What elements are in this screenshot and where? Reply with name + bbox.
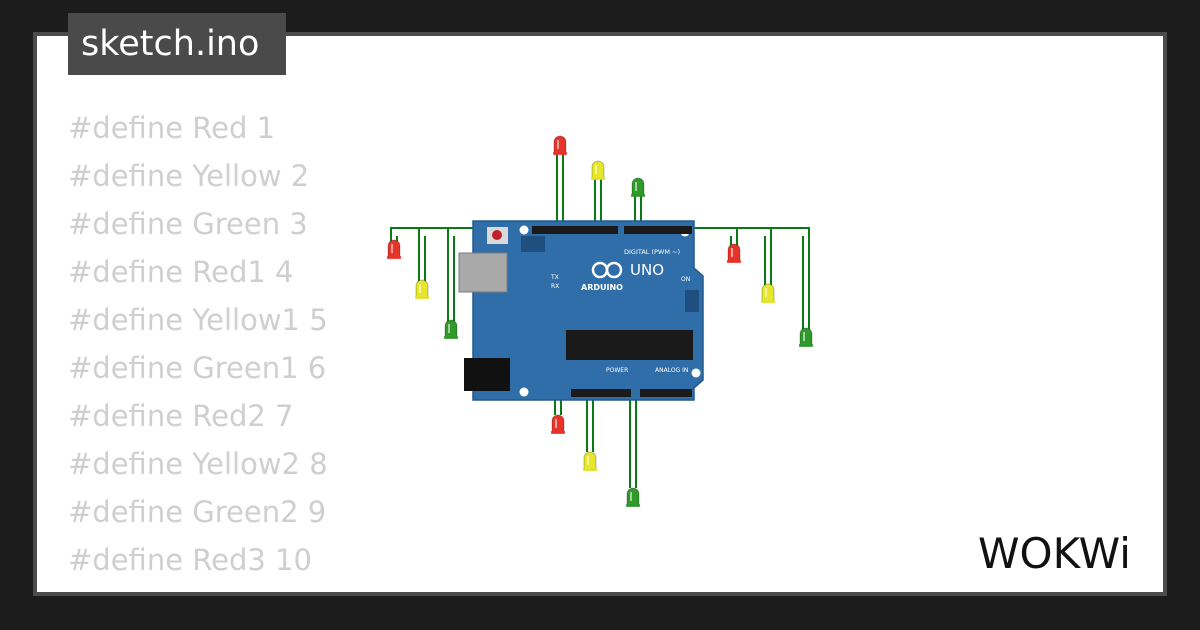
brand-label: ARDUINO — [581, 283, 623, 292]
led-rim — [591, 177, 605, 180]
arduino-logo-icon — [605, 261, 623, 279]
tx-label: TX — [550, 274, 559, 281]
led-rim — [799, 344, 813, 347]
red-led[interactable] — [727, 243, 741, 263]
power-label: POWER — [606, 367, 628, 374]
analog-label: ANALOG IN — [655, 367, 688, 374]
icsp-header — [521, 236, 545, 252]
code-line: #define Red 1 — [68, 111, 276, 145]
red-led[interactable] — [553, 135, 567, 155]
led-body — [727, 243, 741, 263]
led-highlight — [731, 248, 733, 257]
mount-hole — [519, 225, 529, 235]
wokwi-logo-text: WOKWi — [978, 529, 1131, 578]
led-highlight — [635, 182, 637, 191]
led-rim — [631, 194, 645, 197]
file-name-tab[interactable]: sketch.ino — [68, 13, 286, 75]
led-body — [761, 283, 775, 303]
icsp2-header — [685, 290, 699, 312]
yellow-led[interactable] — [761, 283, 775, 303]
yellow-led[interactable] — [415, 279, 429, 299]
led-rim — [583, 468, 597, 471]
led-highlight — [555, 419, 557, 428]
led-highlight — [587, 456, 589, 465]
led-rim — [727, 260, 741, 263]
usb-port — [458, 252, 508, 293]
led-highlight — [419, 284, 421, 293]
led-highlight — [448, 324, 450, 333]
led-highlight — [630, 492, 632, 501]
analog-header — [640, 389, 692, 397]
reset-button-cap — [492, 230, 502, 240]
led-rim — [444, 336, 458, 339]
green-led[interactable] — [631, 177, 645, 197]
yellow-led[interactable] — [591, 160, 605, 180]
code-line: #define Yellow3 11 — [68, 584, 346, 592]
led-rim — [626, 504, 640, 507]
power-header — [571, 389, 631, 397]
led-body — [583, 451, 597, 471]
power-jack — [464, 358, 510, 391]
mount-hole — [691, 368, 701, 378]
led-highlight — [803, 332, 805, 341]
wokwi-logo: WOKWi — [978, 529, 1131, 578]
led-rim — [551, 431, 565, 434]
code-line: #define Red3 10 — [68, 543, 312, 577]
led-body — [387, 239, 401, 259]
led-highlight — [557, 140, 559, 149]
led-body — [631, 177, 645, 197]
model-label: UNO — [630, 261, 664, 279]
rx-label: RX — [551, 283, 559, 290]
red-led[interactable] — [551, 414, 565, 434]
code-line: #define Green 3 — [68, 207, 308, 241]
code-line: #define Yellow2 8 — [68, 447, 328, 481]
led-body — [415, 279, 429, 299]
code-line: #define Green1 6 — [68, 351, 327, 385]
on-label: ON — [681, 276, 690, 283]
led-highlight — [391, 244, 393, 253]
led-highlight — [595, 165, 597, 174]
led-body — [553, 135, 567, 155]
mount-hole — [519, 387, 529, 397]
code-line: #define Yellow 2 — [68, 159, 310, 193]
digital-header-label: DIGITAL (PWM ~) — [624, 248, 680, 256]
green-led[interactable] — [444, 319, 458, 339]
led-body — [799, 327, 813, 347]
led-rim — [387, 256, 401, 259]
yellow-led[interactable] — [583, 451, 597, 471]
led-body — [551, 414, 565, 434]
led-body — [626, 487, 640, 507]
code-line: #define Yellow1 5 — [68, 303, 328, 337]
code-listing: #define Red 1 #define Yellow 2 #define G… — [68, 104, 346, 592]
led-body — [591, 160, 605, 180]
led-highlight — [765, 288, 767, 297]
led-group — [387, 135, 813, 507]
led-body — [444, 319, 458, 339]
microcontroller-chip — [566, 330, 693, 360]
arduino-uno-board[interactable]: DIGITAL (PWM ~) ARDUINO UNO ON TX RX POW… — [458, 220, 704, 401]
green-led[interactable] — [626, 487, 640, 507]
code-line: #define Red1 4 — [68, 255, 294, 289]
code-line: #define Red2 7 — [68, 399, 294, 433]
led-rim — [415, 296, 429, 299]
led-rim — [553, 152, 567, 155]
digital-header-left — [532, 226, 618, 234]
green-led[interactable] — [799, 327, 813, 347]
red-led[interactable] — [387, 239, 401, 259]
led-rim — [761, 300, 775, 303]
code-line: #define Green2 9 — [68, 495, 327, 529]
digital-header-right — [624, 226, 692, 234]
